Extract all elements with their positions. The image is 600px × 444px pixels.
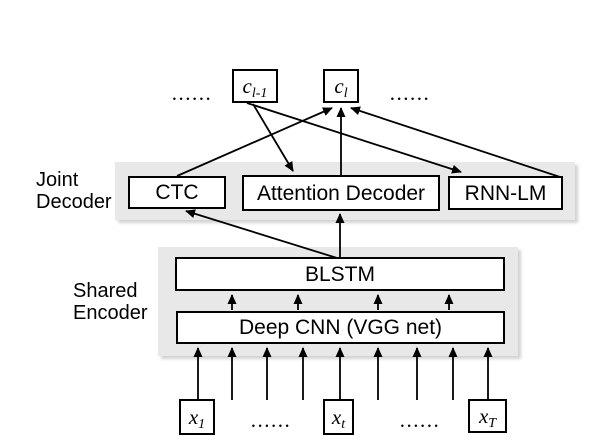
x-T-symbol: x: [478, 403, 489, 428]
node-deep-cnn: Deep CNN (VGG net): [176, 311, 505, 344]
c-current-subscript: l: [343, 85, 348, 101]
x-t-symbol: x: [331, 404, 342, 429]
ellipsis-outputs-right: ......: [389, 81, 431, 105]
x-T-subscript: T: [488, 415, 497, 431]
shared-encoder-label-line1: Shared: [73, 280, 138, 302]
ellipsis-outputs-left: ......: [171, 81, 213, 105]
node-rnn-lm: RNN-LM: [448, 176, 563, 210]
node-c-current: cl: [323, 69, 359, 103]
joint-decoder-label-line1: Joint: [36, 169, 79, 191]
joint-decoder-label-line2: Decoder: [36, 191, 112, 213]
blstm-label: BLSTM: [304, 262, 375, 286]
joint-decoder-label: Joint Decoder: [36, 169, 112, 213]
rnn-lm-label: RNN-LM: [464, 181, 547, 205]
edge-c-prev-to-attention-decoder: [252, 103, 294, 172]
node-blstm: BLSTM: [175, 257, 505, 291]
ellipsis-inputs-right: ......: [399, 408, 441, 432]
deep-cnn-label: Deep CNN (VGG net): [238, 316, 443, 339]
c-prev-subscript: l-1: [251, 85, 268, 101]
shared-encoder-label-line2: Encoder: [73, 302, 148, 324]
node-x-1: x1: [179, 399, 215, 435]
c-current-symbol: c: [334, 73, 344, 98]
x-1-subscript: 1: [198, 416, 206, 432]
node-attention-decoder: Attention Decoder: [242, 175, 440, 211]
c-prev-symbol: c: [242, 73, 252, 98]
ctc-label: CTC: [155, 181, 199, 204]
node-x-T: xT: [468, 399, 507, 433]
x-t-subscript: t: [341, 416, 346, 432]
shared-encoder-label: Shared Encoder: [73, 280, 148, 324]
ellipsis-inputs-left: ......: [250, 408, 292, 432]
node-c-prev: cl-1: [232, 69, 278, 103]
node-x-t: xt: [323, 399, 354, 435]
x-1-symbol: x: [188, 404, 199, 429]
node-ctc: CTC: [128, 176, 226, 209]
attention-decoder-label: Attention Decoder: [256, 181, 426, 205]
